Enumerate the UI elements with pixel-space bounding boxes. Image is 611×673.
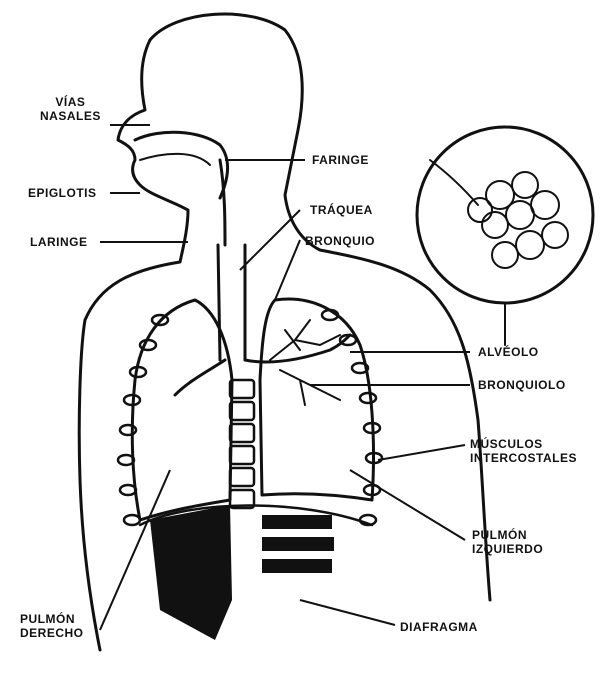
label-bronquio: BRONQUIO <box>305 234 375 248</box>
label-alveolo: ALVÉOLO <box>478 345 539 359</box>
pharynx <box>220 160 225 245</box>
label-pulmon-derecho: PULMÓN DERECHO <box>20 612 84 640</box>
trachea <box>218 245 245 360</box>
label-musculos-intercostales-line-1: MÚSCULOS <box>470 437 577 451</box>
muscle-shading <box>150 505 334 640</box>
label-bronquiolo: BRONQUIOLO <box>478 378 566 392</box>
label-laringe: LARINGE <box>30 235 88 249</box>
right-lung <box>132 300 232 520</box>
label-traquea: TRÁQUEA <box>310 203 373 217</box>
label-pulmon-izquierdo-line-1: PULMÓN <box>472 528 543 542</box>
nasal-cavity <box>135 132 228 198</box>
label-vias-nasales-line-2: NASALES <box>40 109 101 123</box>
label-faringe: FARINGE <box>312 153 369 167</box>
label-musculos-intercostales-line-2: INTERCOSTALES <box>470 451 577 465</box>
label-pulmon-izquierdo: PULMÓN IZQUIERDO <box>472 528 543 556</box>
left-lung <box>260 299 374 500</box>
label-pulmon-izquierdo-line-2: IZQUIERDO <box>472 542 543 556</box>
label-epiglotis: EPIGLOTIS <box>28 186 97 200</box>
label-pulmon-derecho-line-1: PULMÓN <box>20 612 84 626</box>
label-pulmon-derecho-line-2: DERECHO <box>20 626 84 640</box>
spine <box>230 380 254 508</box>
label-vias-nasales: VÍAS NASALES <box>40 95 101 123</box>
alveolus-cluster <box>468 172 568 268</box>
label-musculos-intercostales: MÚSCULOS INTERCOSTALES <box>470 437 577 465</box>
label-diafragma: DIAFRAGMA <box>400 620 478 634</box>
label-vias-nasales-line-1: VÍAS <box>40 95 101 109</box>
